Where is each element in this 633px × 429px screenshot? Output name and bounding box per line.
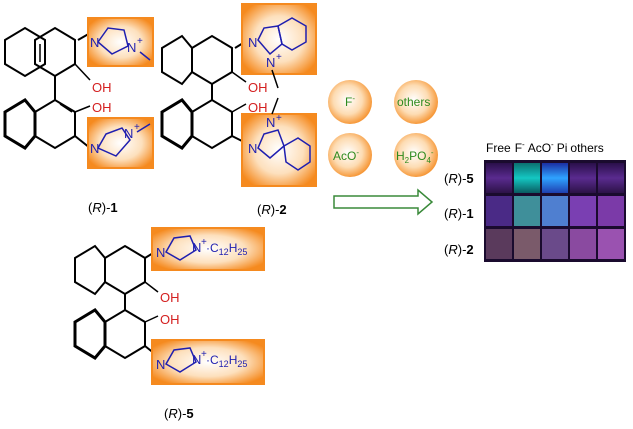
plus-charge: + bbox=[201, 237, 207, 248]
upper-naphthalene bbox=[161, 34, 249, 86]
lower-naphthalene bbox=[3, 76, 91, 150]
nitrogen-label: N bbox=[266, 55, 275, 70]
benzimidazolium-ring bbox=[257, 129, 311, 171]
vial bbox=[598, 229, 624, 259]
compound-r2-structure: OH OH N N + N N + bbox=[160, 3, 317, 187]
fluoride-label: F- bbox=[345, 94, 355, 109]
compound-label-r5: (R)-5 bbox=[164, 406, 194, 421]
nitrogen-label: N bbox=[248, 141, 257, 156]
lower-naphthalene bbox=[73, 294, 161, 360]
oh-label: OH bbox=[248, 80, 268, 95]
plus-charge: + bbox=[276, 52, 282, 63]
imidazolium-ring bbox=[96, 127, 131, 157]
vial bbox=[514, 163, 540, 193]
imidazolium-alkyl-highlight-box bbox=[151, 227, 265, 271]
nitrogen-label: N bbox=[90, 141, 99, 156]
oh-label: OH bbox=[92, 80, 112, 95]
row-label-r2: (R)-2 bbox=[444, 242, 474, 257]
imidazolium-highlight-box bbox=[87, 117, 154, 169]
compound-label-r1: (R)-1 bbox=[88, 200, 118, 215]
nitrogen-label: N bbox=[192, 352, 201, 367]
nitrogen-label: N bbox=[266, 115, 275, 130]
plus-charge: + bbox=[134, 122, 140, 133]
vial bbox=[570, 196, 596, 226]
plus-charge: + bbox=[276, 113, 282, 124]
nitrogen-label: N bbox=[90, 35, 99, 50]
imidazolium-ring bbox=[164, 347, 197, 373]
benzimidazolium-ring bbox=[257, 17, 307, 56]
vial bbox=[542, 196, 568, 226]
dodecyl-label: ·C12H25 bbox=[206, 353, 247, 369]
anion-circle-phosphate bbox=[394, 133, 438, 177]
dodecyl-label: ·C12H25 bbox=[206, 241, 247, 257]
imidazolium-alkyl-highlight-box bbox=[151, 339, 265, 385]
plus-charge: + bbox=[137, 36, 143, 47]
compound-r5-structure: OH OH N N + ·C12H25 N N + ·C12H25 bbox=[73, 227, 265, 385]
anion-circle-fluoride bbox=[328, 80, 372, 124]
compound-r1-structure: OH OH N N + N N + bbox=[3, 17, 154, 169]
others-label: others bbox=[397, 95, 430, 109]
benzimidazolium-highlight-box bbox=[241, 3, 317, 75]
upper-naphthalene bbox=[74, 244, 159, 296]
phosphate-label: H2PO4- bbox=[396, 148, 434, 165]
vial bbox=[542, 163, 568, 193]
nitrogen-label: N bbox=[127, 40, 136, 55]
vial bbox=[598, 163, 624, 193]
vial bbox=[486, 196, 512, 226]
anion-circle-acetate bbox=[328, 133, 372, 177]
nitrogen-label: N bbox=[192, 240, 201, 255]
imidazolium-ring bbox=[164, 235, 197, 261]
nitrogen-label: N bbox=[156, 245, 165, 260]
reaction-arrow bbox=[333, 188, 434, 216]
vial bbox=[570, 229, 596, 259]
oh-label: OH bbox=[160, 290, 180, 305]
vial bbox=[514, 196, 540, 226]
compound-label-r2: (R)-2 bbox=[257, 202, 287, 217]
oh-label: OH bbox=[92, 100, 112, 115]
vial bbox=[542, 229, 568, 259]
lower-naphthalene bbox=[160, 84, 249, 150]
oh-label: OH bbox=[248, 100, 268, 115]
vial bbox=[486, 163, 512, 193]
row-label-r5: (R)-5 bbox=[444, 171, 474, 186]
vial bbox=[570, 163, 596, 193]
plus-charge: + bbox=[201, 349, 207, 360]
vial bbox=[486, 229, 512, 259]
acetate-label: AcO- bbox=[333, 148, 359, 163]
row-label-r1: (R)-1 bbox=[444, 206, 474, 221]
imidazolium-ring bbox=[96, 27, 129, 55]
nitrogen-label: N bbox=[124, 126, 133, 141]
anion-circle-others bbox=[394, 80, 438, 124]
vial bbox=[514, 229, 540, 259]
vial bbox=[598, 196, 624, 226]
nitrogen-label: N bbox=[156, 357, 165, 372]
nitrogen-label: N bbox=[248, 35, 257, 50]
anion-circles: F- others AcO- H2PO4- bbox=[328, 80, 438, 177]
oh-label: OH bbox=[160, 312, 180, 327]
